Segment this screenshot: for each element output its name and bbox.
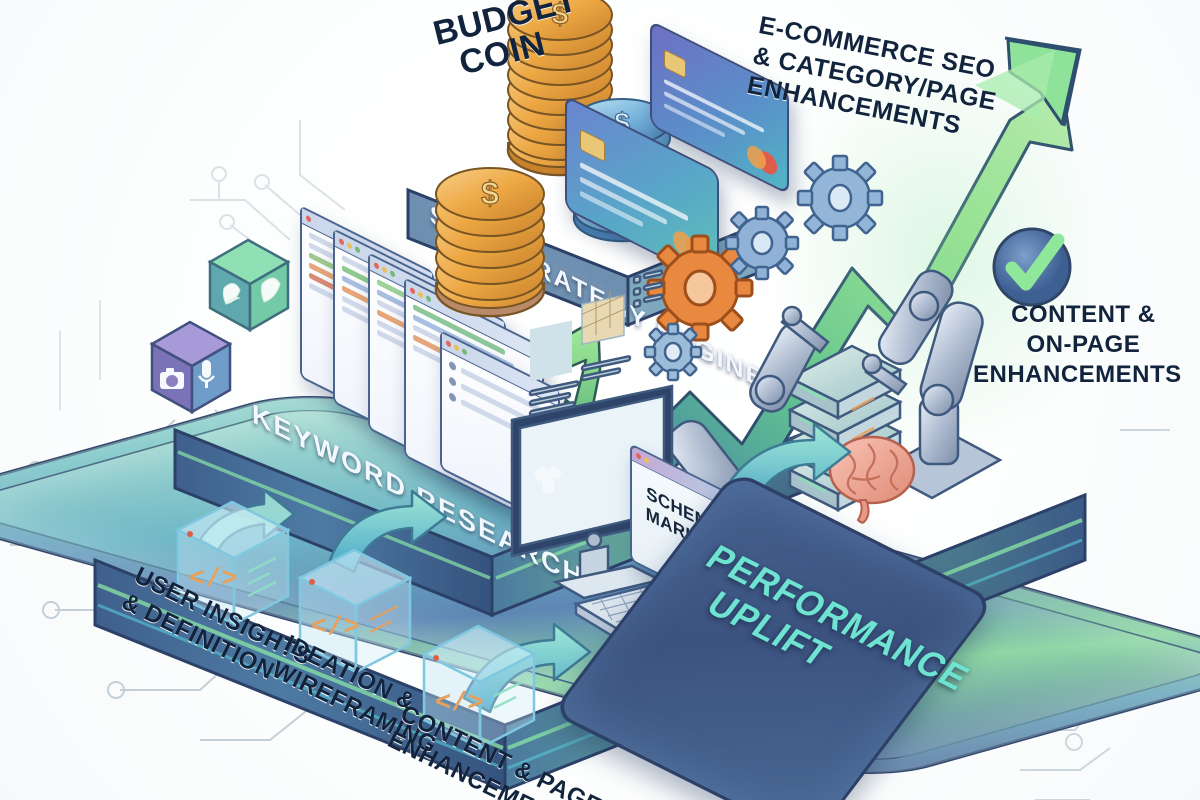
gear-icon-blue-1 xyxy=(724,205,800,281)
callout-content-on-page-line2: ON-PAGE xyxy=(1026,331,1141,358)
callout-content-on-page-line3: ENHANCEMENTS xyxy=(973,361,1182,388)
gear-icon-blue-3 xyxy=(643,322,703,382)
feather-cube-icon xyxy=(207,238,291,333)
callout-content-on-page-line1: CONTENT & xyxy=(1011,301,1156,328)
brain-icon xyxy=(828,435,916,524)
callout-content-on-page: CONTENT & ON-PAGE ENHANCEMENTS xyxy=(973,300,1182,390)
server-stack-icon xyxy=(787,344,903,513)
svg-text:$: $ xyxy=(481,175,499,211)
callout-budget-coin: BUDGET COIN xyxy=(430,0,589,87)
gear-icon-blue-2 xyxy=(796,154,884,242)
camera-mic-cube-icon xyxy=(149,320,233,415)
